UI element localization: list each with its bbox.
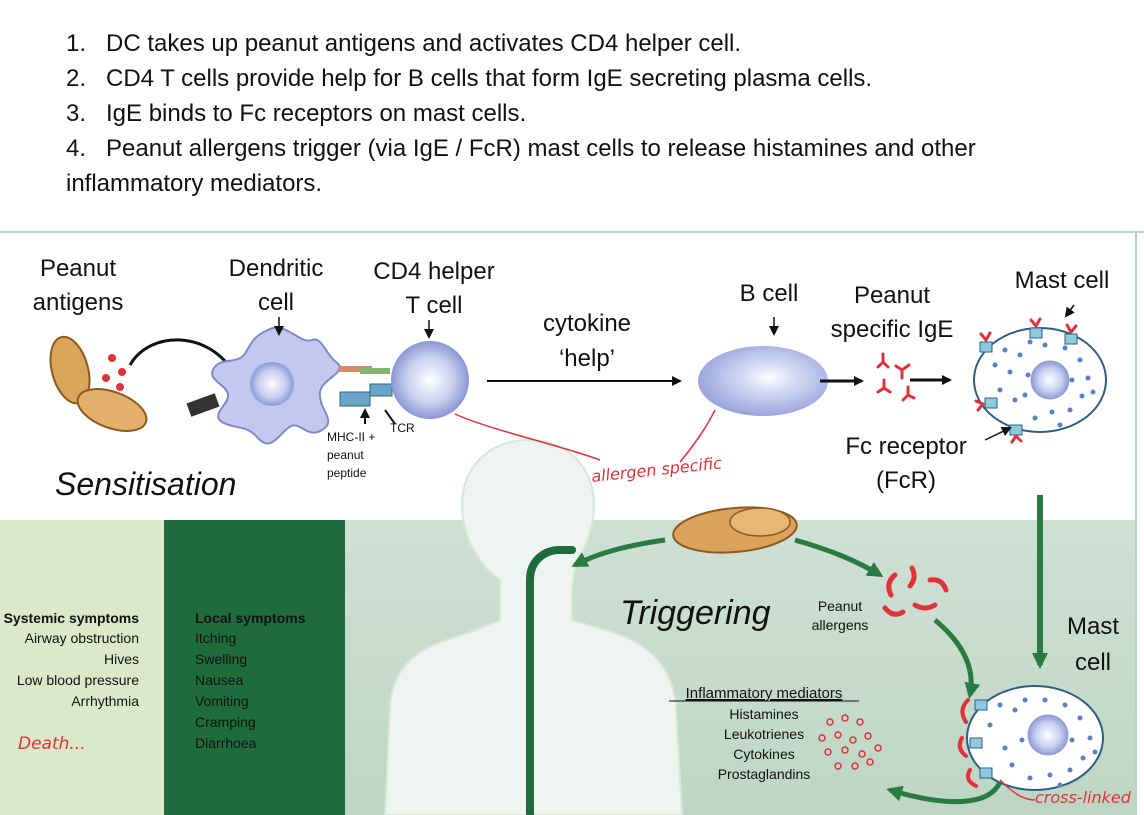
local-symptom-item: Vomiting — [195, 693, 249, 709]
local-symptoms-title: Local symptoms — [195, 610, 306, 626]
step-text: Peanut allergens trigger (via IgE / FcR)… — [106, 135, 976, 162]
cross-linked-line — [999, 779, 1036, 801]
triggering-title: Triggering — [620, 594, 771, 632]
human-silhouette — [383, 438, 684, 815]
systemic-symptom-item: Arrhythmia — [71, 693, 139, 709]
mhc-label-line2: peanut — [327, 448, 364, 462]
cd4-t-cell-icon — [360, 341, 469, 419]
dendritic-cell-label-line2: cell — [258, 289, 294, 316]
activated-mast-cell-icon — [957, 685, 1104, 791]
peanut-allergens-label-line1: Peanut — [818, 598, 862, 614]
peanut-allergen-icons — [882, 565, 949, 617]
mediator-item: Prostaglandins — [718, 766, 811, 782]
death-annotation: Death... — [18, 734, 86, 754]
local-symptom-item: Nausea — [195, 672, 243, 688]
mast-cell-icon — [973, 317, 1107, 444]
tcr-label: TCR — [390, 421, 415, 435]
local-symptoms-panel — [164, 520, 345, 815]
ige-antibody-icons — [876, 352, 916, 402]
tcr-pointer — [384, 409, 396, 425]
systemic-symptom-item: Low blood pressure — [17, 672, 139, 688]
step-text-continued: inflammatory mediators. — [66, 170, 323, 197]
step-text: IgE binds to Fc receptors on mast cells. — [106, 100, 527, 127]
peanut-specific-ige-label-line1: Peanut — [854, 282, 930, 309]
step-number: 2. — [66, 65, 87, 92]
inflammatory-mediators-heading: Inflammatory mediators — [686, 685, 843, 702]
triggered-mast-cell-label-line2: cell — [1075, 649, 1111, 676]
systemic-symptom-item: Hives — [104, 651, 139, 667]
allergen-arrow — [794, 537, 884, 578]
step-text: CD4 T cells provide help for B cells tha… — [106, 65, 873, 92]
allergen-specific-line-left — [454, 413, 601, 461]
step-item: 3. IgE binds to Fc receptors on mast cell… — [66, 96, 1116, 131]
step-item: 2. CD4 T cells provide help for B cells t… — [66, 61, 1116, 96]
cross-linked-annotation: cross-linked — [1035, 788, 1132, 807]
b-cell-icon — [698, 346, 828, 416]
mediator-item: Leukotrienes — [724, 726, 804, 742]
cytokine-help-label-line1: cytokine — [543, 310, 631, 337]
step-text: DC takes up peanut antigens and activate… — [106, 30, 742, 57]
local-symptom-item: Cramping — [195, 714, 256, 730]
step-item: 4. Peanut allergens trigger (via IgE / Fc… — [66, 131, 1116, 201]
sensitisation-title: Sensitisation — [55, 466, 236, 502]
local-symptom-item: Diarrhoea — [195, 735, 257, 751]
dendritic-cell-icon — [186, 326, 372, 445]
mast-cell-pointer — [1064, 304, 1075, 318]
step-number: 4. — [66, 135, 87, 162]
step-list: 1. DC takes up peanut antigens and activa… — [66, 26, 1116, 201]
step-number: 3. — [66, 100, 87, 127]
fc-receptor-label-line1: Fc receptor — [845, 433, 966, 460]
peanut-antigens-label-line1: Peanut — [40, 255, 116, 282]
cd4-helper-label-line2: T cell — [406, 292, 463, 319]
peanut-icon — [672, 506, 798, 554]
peanut-specific-ige-label-line2: specific IgE — [831, 316, 954, 343]
local-symptom-item: Swelling — [195, 651, 247, 667]
fc-receptor-label-line2: (FcR) — [876, 467, 936, 494]
peanut-antigens-icon — [49, 335, 148, 432]
allergen-to-mast-cell-arrow — [933, 618, 981, 699]
step-item: 1. DC takes up peanut antigens and activa… — [66, 26, 1116, 61]
mhc-label-line3: peptide — [327, 466, 367, 480]
peanut-antigens-label-line2: antigens — [33, 289, 124, 316]
cytokine-help-label-line2: ‘help’ — [559, 345, 615, 372]
triggered-mast-cell-label-line1: Mast — [1067, 613, 1119, 640]
mediator-dots — [818, 714, 882, 770]
systemic-symptoms-panel — [0, 520, 164, 815]
fc-receptor-pointer — [984, 426, 1012, 441]
mast-cell-label: Mast cell — [1015, 267, 1110, 294]
allergen-specific-line-right — [679, 409, 716, 463]
mhc-label-line1: MHC-II + — [327, 430, 375, 444]
b-cell-label: B cell — [740, 280, 799, 307]
dendritic-cell-label-line1: Dendritic — [229, 255, 324, 282]
systemic-symptom-item: Airway obstruction — [25, 630, 139, 646]
step-number: 1. — [66, 30, 87, 57]
mediator-release-arrow — [886, 780, 1003, 805]
mediator-item: Cytokines — [733, 746, 794, 762]
systemic-symptoms-title: Systemic symptoms — [4, 610, 140, 626]
cd4-helper-label-line1: CD4 helper — [373, 258, 494, 285]
peanut-allergens-label-line2: allergens — [812, 617, 869, 633]
mediator-item: Histamines — [729, 706, 798, 722]
local-symptom-item: Itching — [195, 630, 236, 646]
ingestion-arrow — [571, 537, 666, 568]
